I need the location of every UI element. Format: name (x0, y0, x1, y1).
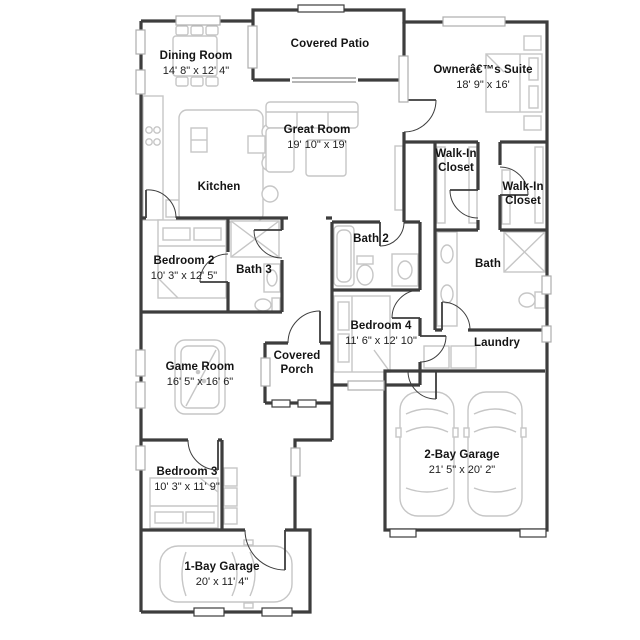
window (347, 380, 385, 391)
room-label-1bay-garage: 1-Bay Garage 20' x 11' 4" (184, 561, 260, 588)
owner-bed (485, 35, 543, 131)
hall-closet-shelves (223, 467, 238, 525)
room-label-game-room: Game Room 16' 5" x 16' 6" (165, 361, 235, 388)
patio-step (297, 4, 345, 13)
room-label-bath2: Bath 2 (353, 233, 389, 245)
doors-layer (145, 99, 529, 571)
room-label-covered-patio: Covered Patio (290, 38, 370, 50)
door-arcs (145, 99, 529, 571)
bedroom2-bed (157, 219, 227, 299)
garage-car-1 (395, 391, 459, 517)
window (135, 29, 146, 55)
window (541, 325, 552, 343)
garage-door-jamb (519, 528, 547, 538)
garage-door-jamb (193, 607, 225, 617)
bath2-fixtures (333, 225, 419, 287)
window (135, 445, 146, 471)
room-label-owners-suite: Ownerâ€™s Suite 18' 9" x 16' (433, 64, 533, 91)
window (541, 275, 552, 295)
patio-sliding-door (292, 77, 356, 83)
room-label-kitchen: Kitchen (197, 181, 241, 193)
owner-bath-fixtures (436, 231, 546, 327)
door-leaves (145, 99, 528, 570)
room-label-bedroom4: Bedroom 4 11' 6" x 12' 10" (345, 320, 417, 347)
window (260, 357, 271, 387)
bedroom4-bed (333, 295, 391, 373)
furniture-layer (142, 25, 546, 609)
room-label-laundry: Laundry (473, 337, 521, 349)
window (135, 69, 146, 95)
window (247, 25, 258, 69)
window (175, 15, 221, 26)
window (290, 447, 301, 477)
room-label-bath: Bath (475, 258, 501, 270)
window (398, 55, 409, 103)
windows-layer (135, 15, 552, 477)
room-label-covered-porch: Covered Porch (273, 350, 321, 376)
walk-in-closet-shelving (436, 146, 544, 225)
kitchen-island (178, 109, 279, 223)
window (135, 381, 146, 409)
room-label-great-room: Great Room 19' 10" x 19' (283, 124, 351, 151)
porch-step (297, 399, 317, 408)
room-label-bedroom3: Bedroom 3 10' 3" x 11' 9" (154, 466, 220, 493)
garage-car-2 (463, 391, 527, 517)
window (442, 16, 506, 27)
garage-door-jamb (389, 528, 417, 538)
room-label-bath3: Bath 3 (236, 264, 272, 276)
dining-table (172, 25, 219, 87)
thresholds-layer (193, 4, 547, 617)
room-label-walk-in-closet-1: Walk-In Closet (435, 148, 477, 174)
room-label-2bay-garage: 2-Bay Garage 21' 5" x 20' 2" (424, 449, 500, 476)
laundry-machines (423, 345, 477, 369)
porch-step (271, 399, 291, 408)
pool-table (174, 339, 226, 415)
room-label-dining-room: Dining Room 14' 8" x 12' 4" (159, 50, 233, 77)
room-label-walk-in-closet-2: Walk-In Closet (502, 181, 544, 207)
room-label-bedroom2: Bedroom 2 10' 3" x 12' 5" (150, 255, 218, 282)
garage-door-jamb (261, 607, 293, 617)
bedroom3-bed (149, 477, 219, 529)
window (135, 349, 146, 377)
great-room-sofa (247, 101, 404, 211)
